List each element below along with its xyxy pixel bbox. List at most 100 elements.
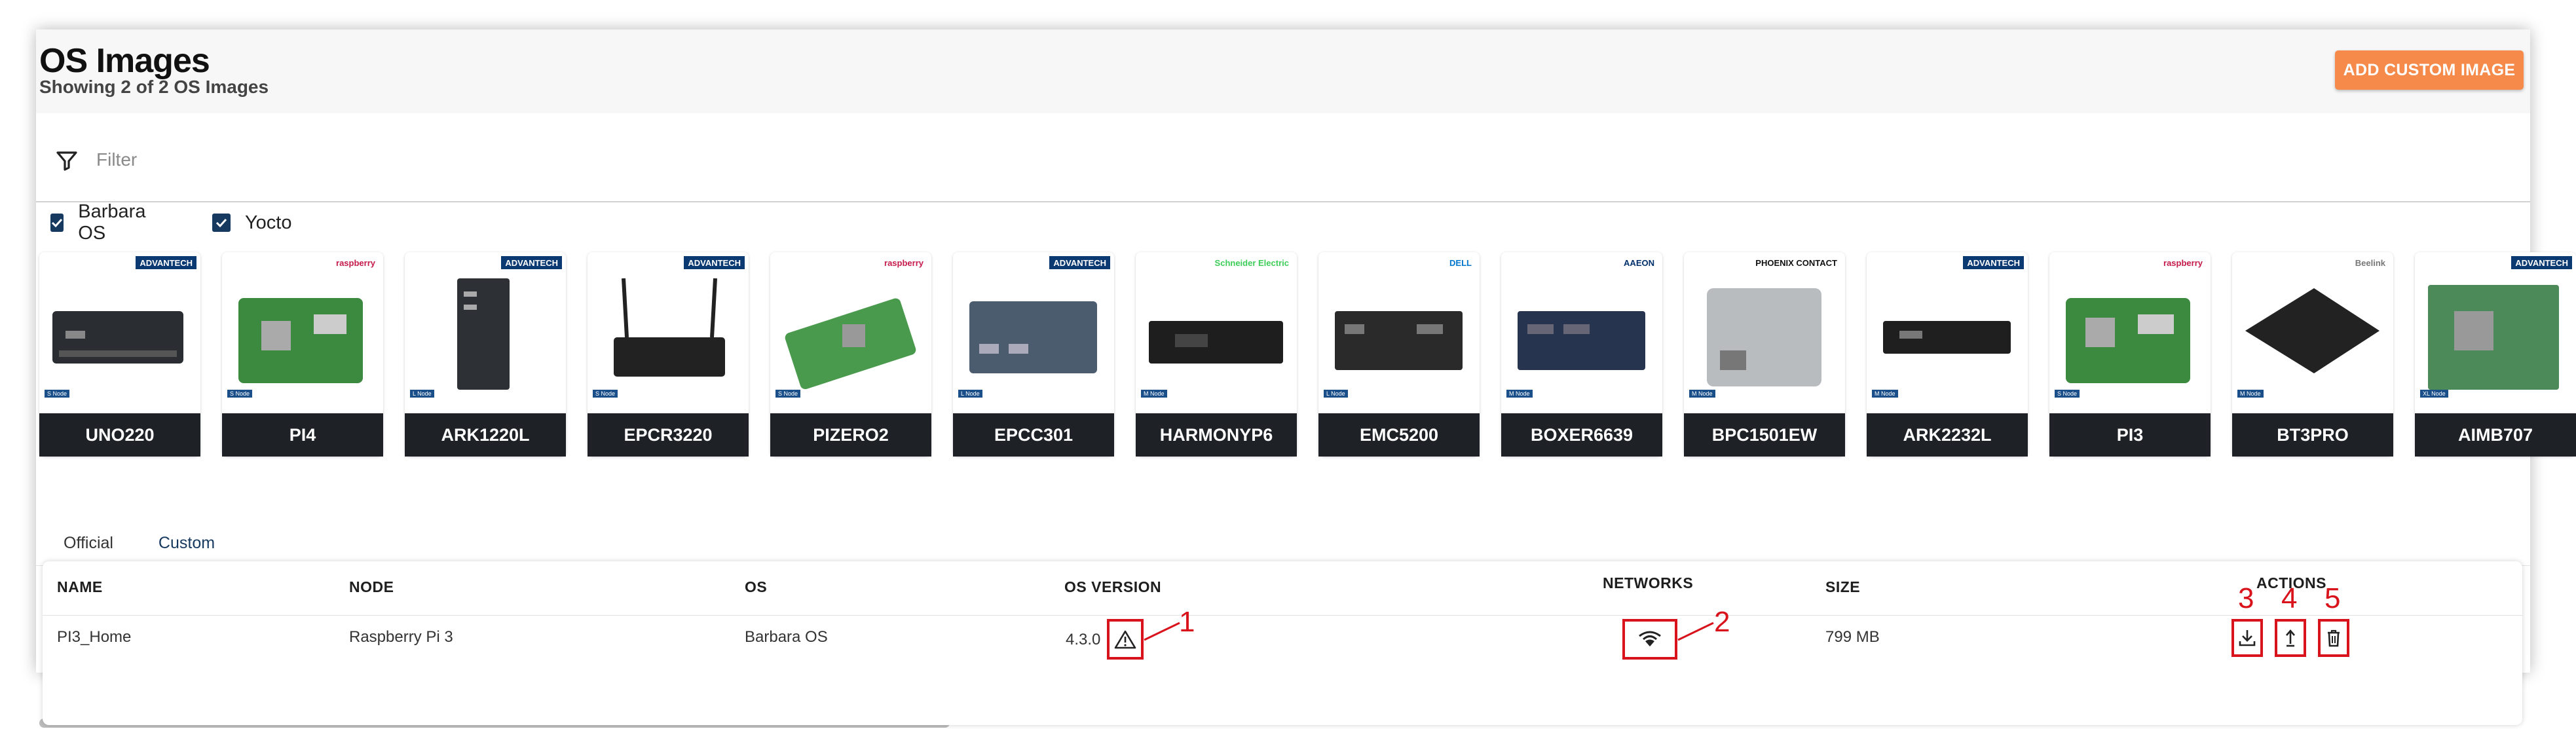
brand-logo: AAEON <box>1624 257 1654 268</box>
node-size-badge: L Node <box>958 390 982 398</box>
device-card[interactable]: ADVANTECH S Node EPCR3220 <box>588 252 749 457</box>
device-card[interactable]: raspberry S Node PIZERO2 <box>770 252 931 457</box>
header-actions: ACTIONS <box>2256 574 2326 591</box>
filter-input[interactable] <box>95 146 884 174</box>
device-image <box>2066 298 2190 383</box>
header-name[interactable]: NAME <box>57 578 103 595</box>
device-name: EMC5200 <box>1318 413 1480 457</box>
brand-logo: DELL <box>1449 257 1472 268</box>
device-card[interactable]: raspberry S Node PI4 <box>222 252 383 457</box>
checkbox-checked-icon[interactable] <box>212 214 231 232</box>
device-name: ARK1220L <box>405 413 566 457</box>
device-name: AIMB707 <box>2415 413 2576 457</box>
device-carousel: ADVANTECH S Node UNO220 raspberry S Node… <box>36 252 2576 728</box>
device-image <box>1149 321 1283 364</box>
device-name: BT3PRO <box>2232 413 2393 457</box>
page-header: OS Images Showing 2 of 2 OS Images ADD C… <box>36 29 2530 113</box>
checkbox-checked-icon[interactable] <box>50 214 64 232</box>
device-name: PI4 <box>222 413 383 457</box>
device-card[interactable]: ADVANTECH XL Node AIMB707 <box>2415 252 2576 457</box>
device-card[interactable]: ADVANTECH L Node EPCC301 <box>953 252 1114 457</box>
device-image <box>2428 285 2559 390</box>
device-card[interactable]: Schneider Electric M Node HARMONYP6 <box>1136 252 1297 457</box>
header-node[interactable]: NODE <box>349 578 394 595</box>
cell-os-version: 4.3.0 <box>1066 631 1101 648</box>
page-title: OS Images <box>39 42 210 80</box>
device-image <box>1883 321 2011 354</box>
device-name: UNO220 <box>39 413 200 457</box>
callout-leader-line <box>1144 622 1180 641</box>
warning-triangle-icon <box>1114 630 1136 649</box>
device-card[interactable]: raspberry S Node PI3 <box>2049 252 2211 457</box>
tab-official[interactable]: Official <box>64 533 113 552</box>
header-os[interactable]: OS <box>745 578 768 595</box>
device-card[interactable]: ADVANTECH L Node ARK1220L <box>405 252 566 457</box>
node-size-badge: M Node <box>1141 390 1167 398</box>
device-image <box>785 298 916 390</box>
brand-logo: Schneider Electric <box>1214 257 1289 268</box>
filter-icon[interactable] <box>56 150 78 171</box>
delete-button[interactable] <box>2318 619 2349 657</box>
callout-number: 2 <box>1714 606 1730 638</box>
page-subtitle: Showing 2 of 2 OS Images <box>39 77 269 97</box>
device-image <box>238 298 363 383</box>
callout-number: 4 <box>2281 582 2298 614</box>
brand-logo: raspberry <box>884 257 924 268</box>
download-icon <box>2239 630 2256 646</box>
checkbox-barbara-os[interactable]: Barbara OS <box>50 201 151 244</box>
node-size-badge: S Node <box>775 390 801 398</box>
version-warning-button[interactable] <box>1107 619 1144 660</box>
node-size-badge: M Node <box>2237 390 2264 398</box>
brand-logo: ADVANTECH <box>684 256 745 269</box>
device-image <box>2245 288 2380 373</box>
node-size-badge: M Node <box>1872 390 1898 398</box>
node-size-badge: S Node <box>2055 390 2080 398</box>
checkbox-yocto[interactable]: Yocto <box>212 203 292 242</box>
device-name: EPCR3220 <box>588 413 749 457</box>
header-size[interactable]: SIZE <box>1825 578 1861 595</box>
device-image <box>614 278 725 377</box>
callout-number: 3 <box>2238 582 2254 614</box>
trash-icon <box>2328 629 2340 647</box>
checkbox-label: Barbara OS <box>78 201 146 244</box>
brand-logo: ADVANTECH <box>1963 256 2024 269</box>
brand-logo: ADVANTECH <box>1049 256 1110 269</box>
brand-logo: ADVANTECH <box>501 256 562 269</box>
upload-icon <box>2286 629 2295 647</box>
tab-custom[interactable]: Custom <box>138 522 236 566</box>
os-images-table: NAME NODE OS OS VERSION NETWORKS SIZE AC… <box>43 561 2522 725</box>
header-os-version[interactable]: OS VERSION <box>1064 578 1162 595</box>
node-size-badge: L Node <box>410 390 434 398</box>
network-button[interactable] <box>1622 619 1677 660</box>
callout-number: 5 <box>2324 582 2341 614</box>
device-name: ARK2232L <box>1867 413 2028 457</box>
device-name: EPCC301 <box>953 413 1114 457</box>
add-custom-image-button[interactable]: ADD CUSTOM IMAGE <box>2335 50 2524 90</box>
node-size-badge: M Node <box>1689 390 1715 398</box>
device-card[interactable]: AAEON M Node BOXER6639 <box>1501 252 1662 457</box>
cell-size: 799 MB <box>1825 628 1880 646</box>
node-size-badge: M Node <box>1506 390 1533 398</box>
device-card[interactable]: ADVANTECH M Node ARK2232L <box>1867 252 2028 457</box>
os-images-page: OS Images Showing 2 of 2 OS Images ADD C… <box>36 29 2576 728</box>
wifi-icon <box>1639 631 1661 646</box>
checkbox-label: Yocto <box>245 212 292 233</box>
device-name: PIZERO2 <box>770 413 931 457</box>
brand-logo: ADVANTECH <box>136 256 196 269</box>
device-image <box>52 311 183 364</box>
device-image <box>1518 311 1645 370</box>
device-name: BOXER6639 <box>1501 413 1662 457</box>
device-card[interactable]: DELL L Node EMC5200 <box>1318 252 1480 457</box>
table-header: NAME NODE OS OS VERSION NETWORKS SIZE AC… <box>43 561 2522 616</box>
download-button[interactable] <box>2231 619 2263 657</box>
node-size-badge: S Node <box>593 390 618 398</box>
callout-leader-line <box>1677 622 1714 641</box>
header-networks[interactable]: NETWORKS <box>1603 574 1694 591</box>
device-image <box>1335 311 1463 370</box>
cell-name: PI3_Home <box>57 628 132 646</box>
upload-button[interactable] <box>2275 619 2306 657</box>
device-card[interactable]: ADVANTECH S Node UNO220 <box>39 252 200 457</box>
device-card[interactable]: PHOENIX CONTACT M Node BPC1501EW <box>1684 252 1845 457</box>
brand-logo: raspberry <box>336 257 375 268</box>
device-card[interactable]: Beelink M Node BT3PRO <box>2232 252 2393 457</box>
